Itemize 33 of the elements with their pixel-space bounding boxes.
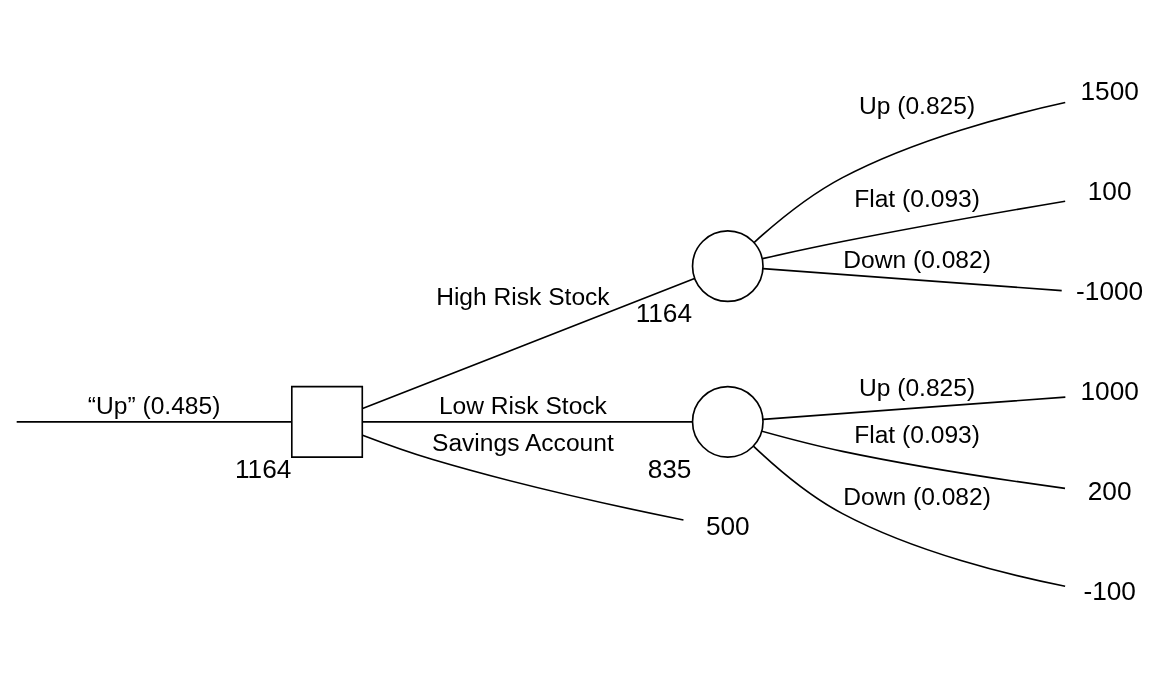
edge-label: Up (0.825) — [859, 91, 976, 119]
node-circle — [691, 230, 764, 303]
node-text: 200 — [1087, 476, 1132, 507]
connector — [361, 421, 694, 423]
node-text: -100 — [1083, 576, 1136, 607]
node-text: -1000 — [1076, 276, 1144, 307]
node-label: 1164 — [635, 298, 693, 329]
edge-label: Savings Account — [432, 429, 614, 457]
node-text: 500 — [705, 510, 750, 541]
edge-label: Up (0.825) — [859, 373, 976, 401]
node-box — [291, 385, 364, 458]
node-label: 1164 — [234, 454, 292, 485]
connector — [361, 277, 696, 410]
connector — [761, 200, 1066, 260]
connector — [753, 101, 1067, 244]
connector — [762, 396, 1067, 421]
connector — [361, 434, 685, 521]
node-label: 835 — [647, 454, 692, 485]
node-text: 100 — [1087, 176, 1132, 207]
node-text: 1000 — [1080, 376, 1139, 407]
edge-label: High Risk Stock — [436, 283, 610, 311]
edge-label: Flat (0.093) — [854, 421, 980, 449]
connector — [762, 267, 1063, 292]
edge-label: Down (0.082) — [843, 483, 991, 511]
edge-label: “Up” (0.485) — [87, 391, 221, 419]
connector — [15, 421, 293, 423]
edge-label: Down (0.082) — [843, 245, 991, 273]
edge-label: Low Risk Stock — [438, 391, 607, 419]
connector — [752, 445, 1066, 588]
node-text: 1500 — [1080, 76, 1139, 107]
node-circle — [691, 385, 764, 458]
edge-label: Flat (0.093) — [854, 185, 980, 213]
connector — [761, 430, 1066, 490]
